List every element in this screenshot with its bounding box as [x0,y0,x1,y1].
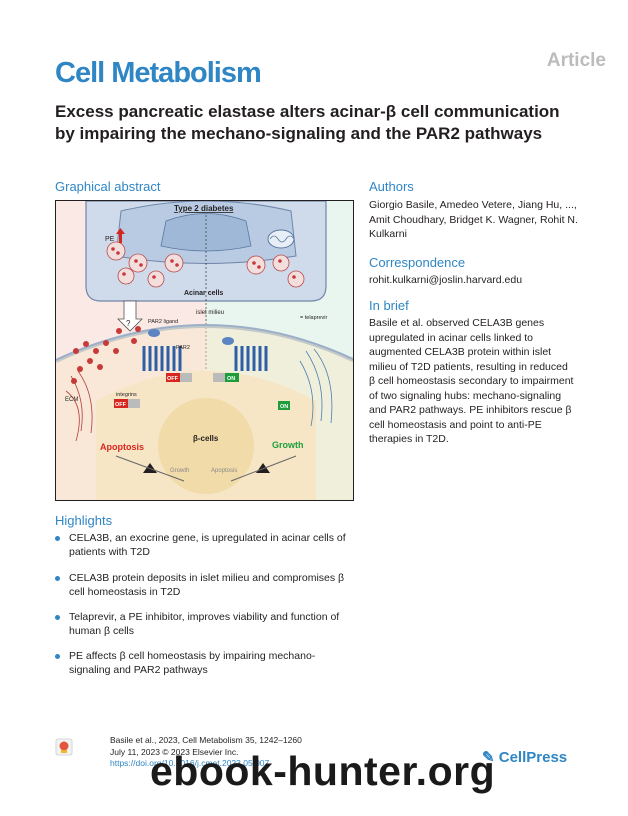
graphical-abstract-heading: Graphical abstract [55,179,161,194]
citation-line-2: July 11, 2023 © 2023 Elsevier Inc. [110,746,239,757]
integrins-label: integrins [116,392,137,398]
par2-ligand-label: PAR2 ligand [148,319,178,325]
bullet-icon [55,536,60,541]
off-switch-integrins: OFF [115,402,127,408]
cellpress-logo-icon: ✎ [482,749,499,766]
doi-link[interactable]: https://doi.org/10.1016/j.cmet.2023.05.0… [110,758,270,768]
question-mark: ? [126,319,131,328]
apoptosis-small-label: Apoptosis [211,468,237,474]
bullet-icon [55,654,60,659]
off-switch-par2: OFF [167,376,179,382]
cellpress-logo[interactable]: ✎ CellPress [482,748,567,766]
correspondence-email[interactable]: rohit.kulkarni@joslin.harvard.edu [369,274,523,286]
cellpress-text: CellPress [498,749,568,766]
on-switch-integrins: ON [280,404,288,410]
graphical-abstract-figure: PE Type 2 diabetes Acinar cells ? islet … [55,200,354,501]
highlight-text: PE affects β cell homeostasis by impairi… [69,650,316,676]
highlight-text: CELA3B protein deposits in islet milieu … [69,572,345,598]
in-brief-text: Basile et al. observed CELA3B genes upre… [369,317,574,445]
ecm-label: ECM [65,397,78,403]
authors-list: Giorgio Basile, Amedeo Vetere, Jiang Hu,… [369,199,578,240]
telaprevir-label: = telaprevir [300,315,328,321]
journal-name[interactable]: Cell Metabolism [55,57,262,89]
apoptosis-label: Apoptosis [100,442,144,452]
highlight-text: Telaprevir, a PE inhibitor, improves via… [69,611,340,637]
paper-title: Excess pancreatic elastase alters acinar… [55,102,560,143]
crossmark-icon[interactable] [55,738,73,756]
on-switch-par2: ON [227,376,235,382]
watermark-text: ebook-hunter.org [150,748,496,794]
top-title-label: Type 2 diabetes [174,204,234,213]
bullet-icon [55,576,60,581]
citation-block: Basile et al., 2023, Cell Metabolism 35,… [110,735,302,770]
highlight-item: CELA3B protein deposits in islet milieu … [55,571,355,599]
pe-label: PE [105,236,115,243]
beta-cells-label: β-cells [193,434,219,443]
correspondence-heading: Correspondence [369,255,466,270]
authors-heading: Authors [369,179,414,194]
growth-small-label: Growth [170,468,189,474]
par2-receptor-label: PAR2 [176,345,190,351]
acinar-cells-label: Acinar cells [184,290,223,297]
highlight-item: CELA3B, an exocrine gene, is upregulated… [55,531,355,559]
article-type-label: Article [546,50,606,71]
in-brief-heading: In brief [369,298,409,313]
islet-milieu-label: islet milieu [196,310,224,316]
highlights-heading: Highlights [55,513,113,528]
bullet-icon [55,615,60,620]
growth-label: Growth [272,440,304,450]
citation-line-1: Basile et al., 2023, Cell Metabolism 35,… [110,735,302,745]
highlight-item: Telaprevir, a PE inhibitor, improves via… [55,610,355,638]
highlight-text: CELA3B, an exocrine gene, is upregulated… [69,532,346,558]
highlight-item: PE affects β cell homeostasis by impairi… [55,649,355,677]
